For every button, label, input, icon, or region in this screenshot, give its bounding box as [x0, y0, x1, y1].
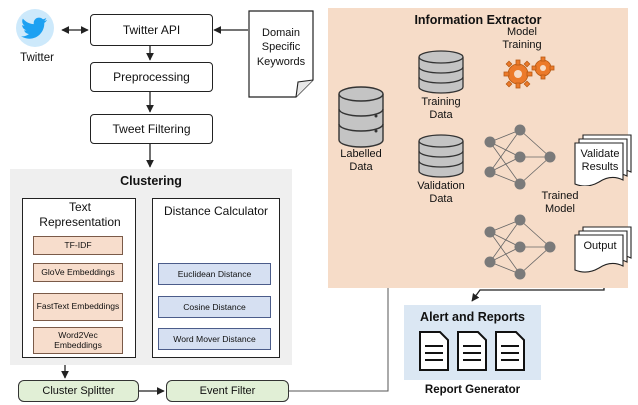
- text-representation-title: Text Representation: [39, 200, 121, 229]
- document-icon: [248, 10, 314, 98]
- euclidean-item: Euclidean Distance: [158, 263, 271, 285]
- trained-model-label: Trained Model: [541, 190, 579, 215]
- alerts-title: Alert and Reports: [420, 310, 525, 324]
- model-training-label: Model Training: [502, 26, 542, 51]
- twitter-label: Twitter: [20, 52, 54, 64]
- validate-results-doc-icon: [574, 134, 632, 186]
- report-generator-label: Report Generator: [424, 384, 521, 396]
- event-filter-box[interactable]: Event Filter: [166, 380, 289, 402]
- validation-data-label: Validation Data: [417, 180, 465, 205]
- tfidf-item: TF-IDF: [33, 236, 123, 255]
- cluster-splitter-box[interactable]: Cluster Splitter: [18, 380, 139, 402]
- information-extractor-title: Information Extractor: [414, 13, 542, 27]
- neural-network-icon: [484, 124, 556, 190]
- training-data-label: Training Data: [421, 96, 461, 121]
- gear-icon: [503, 56, 555, 89]
- output-neural-network-icon: [484, 214, 556, 280]
- validate-results-label: Validate Results: [580, 148, 620, 173]
- cosine-item: Cosine Distance: [158, 296, 271, 318]
- domain-keywords-label: Domain Specific Keywords: [256, 27, 306, 68]
- distance-calculator-title: Distance Calculator: [163, 204, 269, 218]
- output-label: Output: [583, 240, 617, 252]
- glove-item: GloVe Embeddings: [33, 263, 123, 282]
- database-icon: [338, 86, 384, 148]
- fasttext-item: FastText Embeddings: [33, 293, 123, 321]
- twitter-bird-icon: [16, 9, 54, 47]
- word-mover-item: Word Mover Distance: [158, 328, 271, 350]
- clustering-title: Clustering: [120, 174, 182, 188]
- preprocessing-box[interactable]: Preprocessing: [90, 62, 213, 92]
- labelled-data-label: Labelled Data: [340, 148, 382, 173]
- tweet-filtering-box[interactable]: Tweet Filtering: [90, 114, 213, 144]
- twitter-api-box[interactable]: Twitter API: [90, 14, 213, 46]
- word2vec-item: Word2Vec Embeddings: [33, 327, 123, 354]
- validation-database-icon: [418, 134, 464, 178]
- training-database-icon: [418, 50, 464, 94]
- output-doc-icon: [574, 226, 632, 273]
- report-icon: [419, 331, 525, 371]
